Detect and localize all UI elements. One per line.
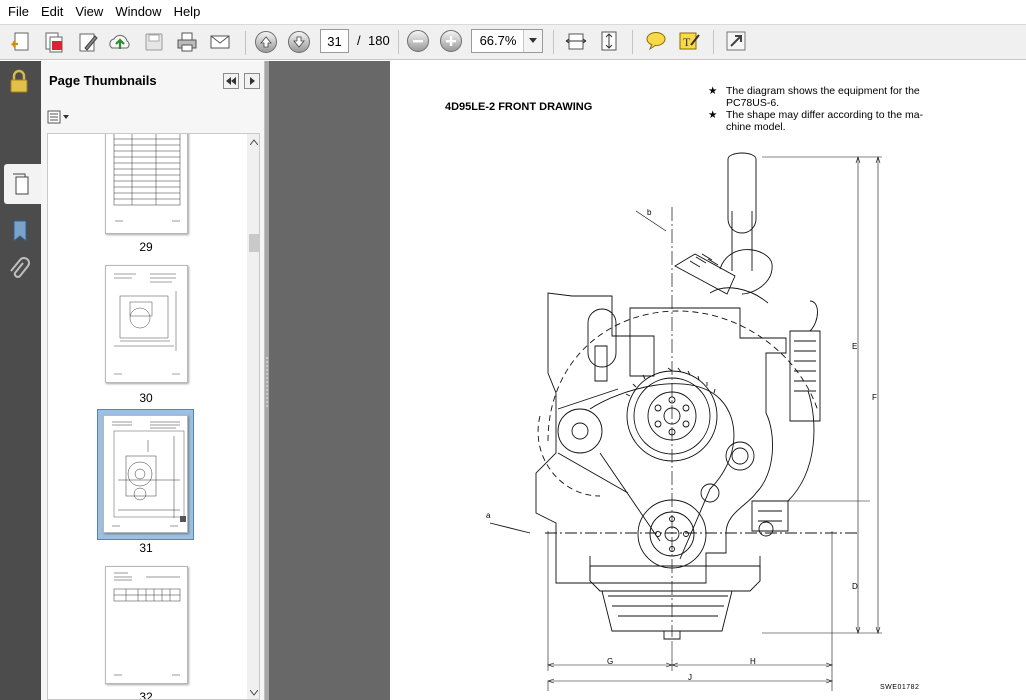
- email-icon[interactable]: [207, 29, 233, 55]
- dim-label-e: E: [852, 342, 858, 351]
- page-29-preview: [113, 134, 181, 222]
- toolbar-separator: [398, 30, 399, 54]
- scrollbar-thumb[interactable]: [249, 234, 259, 252]
- thumbnail-label-32: 32: [139, 690, 153, 700]
- dim-label-d: D: [852, 582, 858, 591]
- combine-icon[interactable]: [41, 29, 67, 55]
- dim-label-a: a: [486, 511, 491, 520]
- dim-label-g: G: [607, 657, 614, 666]
- zoom-select[interactable]: 66.7%: [471, 29, 543, 53]
- dim-label-b: b: [647, 208, 652, 217]
- panel-splitter[interactable]: [265, 61, 269, 700]
- dim-label-j: J: [688, 673, 692, 682]
- pages-icon: [13, 173, 29, 195]
- menu-help[interactable]: Help: [173, 4, 201, 19]
- thumbnail-page-31[interactable]: [103, 415, 188, 533]
- arrow-up-icon[interactable]: [253, 29, 279, 55]
- note-bullet-2: ★: [708, 109, 718, 121]
- scroll-up-icon[interactable]: [250, 139, 258, 145]
- thumbnail-label-29: 29: [139, 240, 153, 254]
- menu-bar: File Edit View Window Help: [0, 0, 1026, 24]
- navigation-strip: [0, 61, 41, 700]
- figure-code: SWE01782: [880, 684, 920, 691]
- document-page: 4D95LE-2 FRONT DRAWING ★ The diagram sho…: [390, 61, 1026, 700]
- thumbnail-page-32[interactable]: [105, 566, 188, 684]
- zoom-value: 66.7%: [479, 33, 517, 48]
- highlight-icon[interactable]: T: [676, 28, 702, 54]
- options-menu-icon: [47, 110, 69, 124]
- fit-page-icon[interactable]: [596, 28, 622, 54]
- engine-front-drawing: [489, 152, 882, 691]
- dim-label-h: H: [750, 657, 756, 666]
- print-icon[interactable]: [174, 29, 200, 55]
- dim-label-f: F: [872, 393, 877, 402]
- page-separator: /: [357, 33, 361, 48]
- minus-icon[interactable]: [405, 28, 431, 54]
- toolbar-separator: [632, 30, 633, 54]
- menu-file[interactable]: File: [8, 4, 29, 19]
- svg-text:T: T: [683, 35, 691, 49]
- chevron-down-icon[interactable]: [523, 30, 542, 52]
- comment-icon[interactable]: [643, 28, 669, 54]
- menu-window[interactable]: Window: [115, 4, 162, 19]
- scroll-down-icon[interactable]: [250, 690, 258, 696]
- note-bullet-1: ★: [708, 85, 718, 97]
- total-pages: 180: [368, 33, 390, 48]
- page-thumbnails-tab[interactable]: [4, 164, 41, 204]
- panel-title: Page Thumbnails: [49, 73, 157, 88]
- upload-icon[interactable]: [107, 29, 133, 55]
- bookmark-icon[interactable]: [8, 218, 32, 247]
- plus-icon[interactable]: [438, 28, 464, 54]
- note-line-1a: The diagram shows the equipment for the: [726, 85, 920, 97]
- fit-width-icon[interactable]: [563, 28, 589, 54]
- page-30-preview: [114, 273, 180, 375]
- save-icon[interactable]: [141, 29, 167, 55]
- thumbnail-list[interactable]: 29 30: [47, 133, 260, 700]
- toolbar-separator: [245, 31, 246, 55]
- note-line-2b: chine model.: [726, 121, 786, 133]
- thumbnail-scrollbar[interactable]: [247, 134, 259, 699]
- thumbnail-page-29[interactable]: [105, 134, 188, 234]
- collapse-panel-icon[interactable]: [223, 73, 239, 89]
- menu-view[interactable]: View: [75, 4, 104, 19]
- panel-forward-icon[interactable]: [244, 73, 260, 89]
- page-number-input[interactable]: [320, 29, 349, 53]
- thumbnail-label-30: 30: [139, 391, 153, 405]
- drawing-title: 4D95LE-2 FRONT DRAWING: [445, 101, 593, 113]
- arrow-down-icon[interactable]: [286, 29, 312, 55]
- grip-icon: [266, 357, 268, 407]
- thumbnails-panel: Page Thumbnails 29: [41, 61, 265, 700]
- note-line-1b: PC78US-6.: [726, 97, 780, 109]
- attachment-icon[interactable]: [8, 257, 32, 288]
- toolbar-separator: [713, 30, 714, 54]
- document-viewer[interactable]: 4D95LE-2 FRONT DRAWING ★ The diagram sho…: [269, 61, 1026, 700]
- lock-icon: [8, 69, 30, 98]
- page-31-preview: [112, 421, 186, 527]
- menu-edit[interactable]: Edit: [40, 4, 64, 19]
- create-pdf-icon[interactable]: [8, 29, 34, 55]
- page-32-preview: [113, 572, 181, 676]
- toolbar-separator: [553, 30, 554, 54]
- panel-options-button[interactable]: [47, 107, 75, 127]
- expand-icon[interactable]: [723, 28, 749, 54]
- note-line-2a: The shape may differ according to the ma…: [726, 109, 924, 121]
- thumbnail-label-31: 31: [139, 541, 153, 555]
- edit-icon[interactable]: [75, 29, 101, 55]
- thumbnail-page-30[interactable]: [105, 265, 188, 383]
